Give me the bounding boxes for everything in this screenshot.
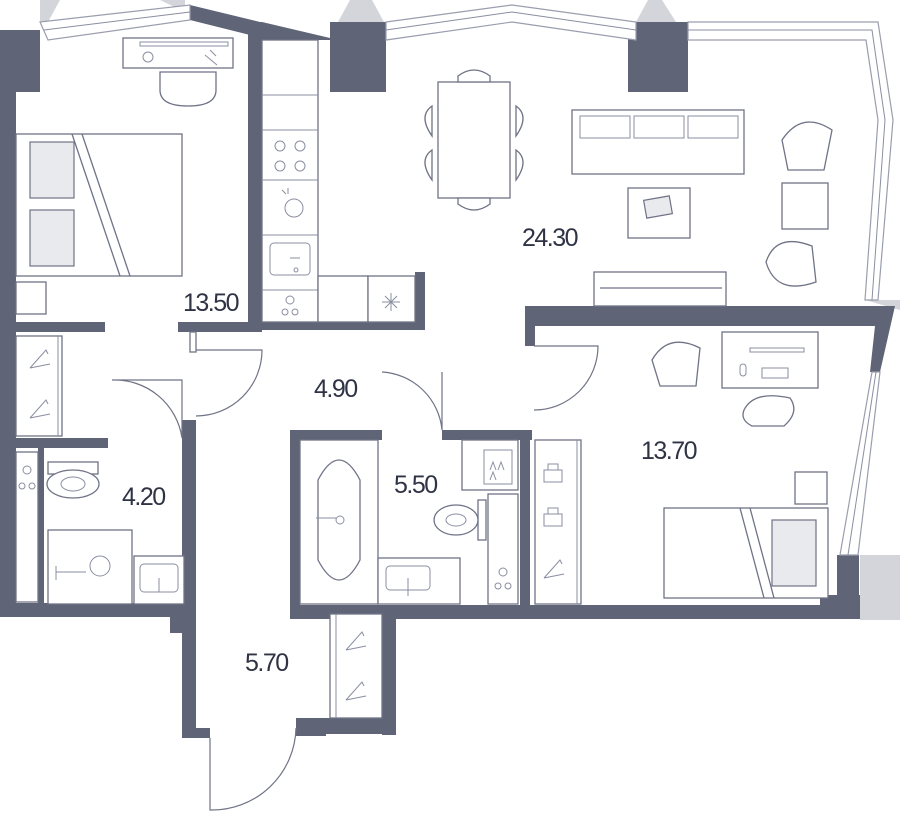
sink-icon [269, 242, 311, 276]
wardrobe-entrance [329, 613, 383, 719]
window-shading [40, 0, 900, 620]
armchair [765, 241, 817, 287]
pillow [29, 209, 75, 267]
chair [159, 71, 217, 107]
dishwasher-icon [281, 188, 304, 218]
area-labels: 13.50 24.30 4.90 4.20 5.50 13.70 5.70 [122, 224, 698, 677]
hanger-icon [543, 463, 565, 579]
side-table [781, 182, 829, 230]
kitchen [261, 39, 416, 323]
bathroom-main [299, 439, 519, 605]
bathtub-icon [317, 459, 361, 581]
washing-machine-icon [281, 295, 299, 316]
dining-table [437, 81, 511, 199]
area-label-bedroom-left: 13.50 [183, 289, 239, 317]
tools-icon [204, 49, 218, 66]
snowflake-icon [382, 293, 400, 311]
area-label-entrance: 5.70 [245, 649, 288, 677]
door-bathroom-main [381, 371, 443, 431]
door-bedroom-right [533, 345, 599, 411]
door-bedroom-left [195, 349, 263, 417]
sink [377, 557, 461, 605]
tv-stand [593, 271, 727, 307]
mouse-icon [142, 51, 154, 63]
washing-machine-icon [494, 567, 512, 590]
dining-chairs [424, 69, 524, 211]
toilet-icon [433, 499, 487, 541]
door-entrance [209, 727, 297, 811]
stove-icon [274, 140, 306, 172]
bedroom-right [534, 331, 829, 605]
area-label-bathroom-small: 4.20 [122, 483, 165, 511]
walls [0, 5, 895, 738]
mouse-icon [739, 363, 747, 377]
bathroom-small [15, 451, 185, 605]
door-bathroom-small [111, 379, 183, 439]
toilet-icon [46, 461, 100, 499]
keyboard-icon [761, 367, 789, 379]
armchair [781, 121, 833, 171]
wardrobe-left [15, 335, 63, 437]
area-label-bathroom-main: 5.50 [394, 471, 437, 499]
bedroom-left [15, 37, 234, 315]
area-label-hall: 4.90 [314, 375, 357, 403]
desk [721, 331, 819, 389]
pillow [29, 141, 75, 199]
pillow [771, 519, 817, 587]
washing-machine-icon [18, 465, 36, 490]
radiator-icon [483, 449, 513, 485]
hanger-icon [345, 631, 367, 701]
living-room [424, 69, 833, 307]
shower-icon [55, 555, 111, 580]
area-label-bedroom-right: 13.70 [641, 437, 697, 465]
sofa [571, 109, 745, 175]
windows [39, 4, 894, 556]
hanger-icon [29, 349, 51, 419]
doors [111, 331, 599, 811]
nightstand [794, 471, 828, 505]
area-label-living-kitchen: 24.30 [522, 224, 578, 252]
armchair [651, 341, 701, 387]
desk-chair [742, 395, 795, 427]
